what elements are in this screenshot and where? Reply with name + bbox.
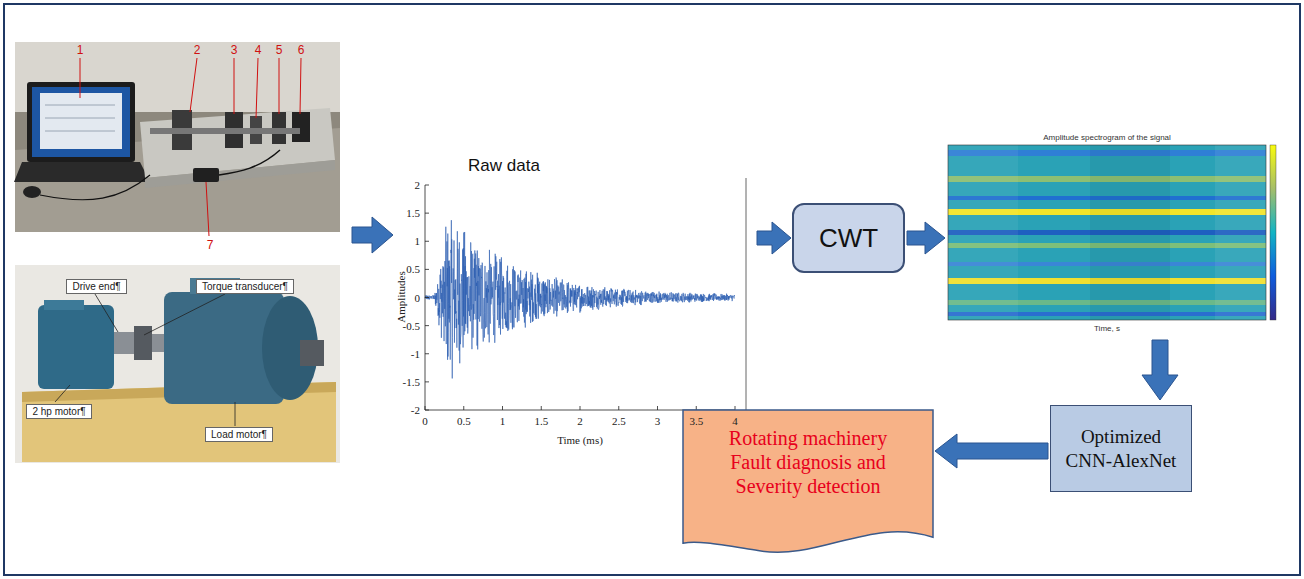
axis-tick-label: 2	[415, 179, 421, 191]
axis-tick-label: 2	[577, 415, 583, 427]
axis-tick	[425, 185, 429, 186]
axis-tick-label: -1	[411, 348, 420, 360]
part-label-box: Drive end¶	[66, 279, 127, 294]
raw-signal-plot	[425, 185, 735, 410]
axis-tick	[425, 325, 429, 326]
axis-tick-label: 1	[415, 235, 421, 247]
axis-title: Amplitudes	[395, 271, 407, 322]
axis-tick	[425, 241, 429, 242]
axis-tick	[580, 406, 581, 410]
callout-number: 5	[276, 43, 283, 57]
plot-title: Amplitude spectrogram of the signal	[1043, 133, 1171, 142]
flow-arrow	[935, 434, 1048, 468]
callout-number: 7	[207, 238, 214, 252]
callout-leaders	[80, 58, 301, 236]
result-document: Rotating machinery Fault diagnosis and S…	[683, 410, 933, 558]
node-text: Drive end¶	[72, 281, 120, 292]
process-box: CWT	[792, 203, 905, 273]
axis-tick-label: 2.5	[612, 415, 626, 427]
axis-tick	[425, 353, 429, 354]
node-text: 2 hp motor¶	[32, 406, 85, 417]
axis-tick-label: -1.5	[403, 376, 420, 388]
node-text: Load motor¶	[211, 429, 267, 440]
axis-tick-label: 3	[655, 415, 661, 427]
callout-number: 4	[255, 43, 262, 57]
axis-tick-label: -2	[411, 404, 420, 416]
axis-tick	[425, 213, 429, 214]
outer-frame	[4, 4, 1300, 575]
axis-tick-label: 3.5	[689, 415, 703, 427]
axis-title: Time, s	[1094, 324, 1120, 333]
motor-bench-photo	[15, 265, 340, 463]
model-box: Optimized CNN-AlexNet	[1050, 405, 1192, 492]
callout-number: 6	[298, 43, 305, 57]
axis-tick-label: 0	[422, 415, 428, 427]
node-text: Torque transducer¶	[202, 281, 288, 292]
axis-tick-label: 0.5	[457, 415, 471, 427]
part-label-box: 2 hp motor¶	[26, 404, 92, 419]
axis-tick-label: 1.5	[406, 207, 420, 219]
test-rig-photo	[14, 42, 340, 232]
axis-tick-label: 0	[415, 292, 421, 304]
axis-title: Time (ms)	[557, 434, 603, 446]
plot-title: Raw data	[468, 156, 540, 176]
separator-line	[746, 178, 747, 415]
axis-tick-label: 1.5	[534, 415, 548, 427]
spectrogram-image	[948, 145, 1276, 320]
axis-tick	[502, 406, 503, 410]
axis-tick	[541, 406, 542, 410]
part-label-box: Load motor¶	[205, 427, 273, 442]
callout-number: 1	[77, 43, 84, 57]
axis-tick	[425, 269, 429, 270]
axis-tick	[425, 381, 429, 382]
axis-tick	[657, 406, 658, 410]
axis-tick-label: 0.5	[406, 263, 420, 275]
axis-tick	[425, 297, 429, 298]
axis-tick-label: 1	[500, 415, 506, 427]
axis-tick-label: 4	[732, 415, 738, 427]
node-text: Rotating machinery Fault diagnosis and S…	[708, 426, 908, 498]
part-label-box: Torque transducer¶	[196, 279, 294, 294]
axis-tick	[463, 406, 464, 410]
node-text: CWT	[819, 223, 878, 254]
node-text: Optimized CNN-AlexNet	[1059, 425, 1184, 473]
callout-number: 3	[231, 43, 238, 57]
callout-number: 2	[194, 43, 201, 57]
axis-tick	[618, 406, 619, 410]
